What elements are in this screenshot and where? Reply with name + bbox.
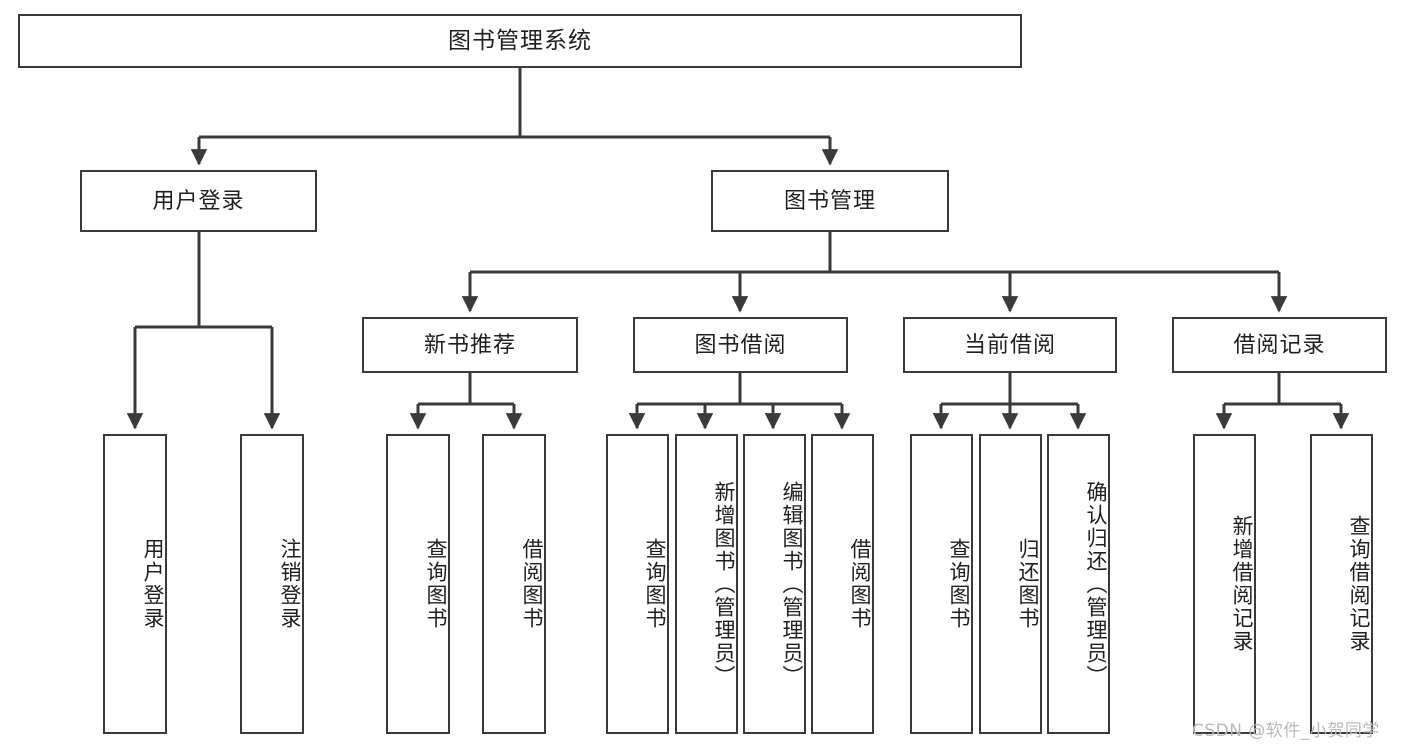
leaf-label: 借阅图书 <box>848 538 871 630</box>
leaf-user-login-2[interactable]: 注销登录 <box>240 434 304 734</box>
node-user-login[interactable]: 用户登录 <box>80 170 317 232</box>
node-book-management-label: 图书管理 <box>783 187 876 213</box>
leaf-book-borrow-2[interactable]: 新增图书（管理员） <box>675 434 738 734</box>
leaf-book-borrow-4[interactable]: 借阅图书 <box>811 434 874 734</box>
node-book-management[interactable]: 图书管理 <box>711 170 949 232</box>
node-root-label: 图书管理系统 <box>448 27 592 54</box>
leaf-label: 注销登录 <box>278 538 301 630</box>
leaf-new-book-1[interactable]: 查询图书 <box>386 434 450 734</box>
node-borrow-record-label: 借阅记录 <box>1233 331 1326 357</box>
node-book-borrow[interactable]: 图书借阅 <box>633 317 848 373</box>
node-book-borrow-label: 图书借阅 <box>694 331 787 357</box>
leaf-label: 归还图书 <box>1016 538 1039 630</box>
csdn-watermark: CSDN @软件_小贺同学 <box>1192 721 1380 741</box>
node-borrow-record[interactable]: 借阅记录 <box>1172 317 1387 373</box>
leaf-new-book-2[interactable]: 借阅图书 <box>482 434 546 734</box>
node-root-system[interactable]: 图书管理系统 <box>18 14 1022 68</box>
leaf-user-login-1[interactable]: 用户登录 <box>103 434 167 734</box>
leaf-label: 确认归还（管理员） <box>1084 480 1107 688</box>
leaf-label: 新增借阅记录 <box>1230 515 1253 653</box>
leaf-label: 借阅图书 <box>520 538 543 630</box>
leaf-label: 查询图书 <box>643 538 666 630</box>
node-new-book-recommend[interactable]: 新书推荐 <box>362 317 578 373</box>
node-user-login-label: 用户登录 <box>152 187 245 213</box>
leaf-borrow-record-2[interactable]: 查询借阅记录 <box>1310 434 1373 734</box>
leaf-current-borrow-2[interactable]: 归还图书 <box>979 434 1042 734</box>
node-current-borrow-label: 当前借阅 <box>963 331 1056 357</box>
leaf-book-borrow-1[interactable]: 查询图书 <box>606 434 669 734</box>
leaf-current-borrow-1[interactable]: 查询图书 <box>910 434 973 734</box>
leaf-label: 查询图书 <box>947 538 970 630</box>
leaf-label: 编辑图书（管理员） <box>780 480 803 688</box>
leaf-label: 新增图书（管理员） <box>712 480 735 688</box>
leaf-label: 用户登录 <box>141 538 164 630</box>
leaf-current-borrow-3[interactable]: 确认归还（管理员） <box>1047 434 1110 734</box>
leaf-label: 查询图书 <box>424 538 447 630</box>
node-new-book-recommend-label: 新书推荐 <box>423 331 516 357</box>
leaf-label: 查询借阅记录 <box>1347 515 1370 653</box>
leaf-book-borrow-3[interactable]: 编辑图书（管理员） <box>743 434 806 734</box>
node-current-borrow[interactable]: 当前借阅 <box>903 317 1117 373</box>
leaf-borrow-record-1[interactable]: 新增借阅记录 <box>1193 434 1256 734</box>
